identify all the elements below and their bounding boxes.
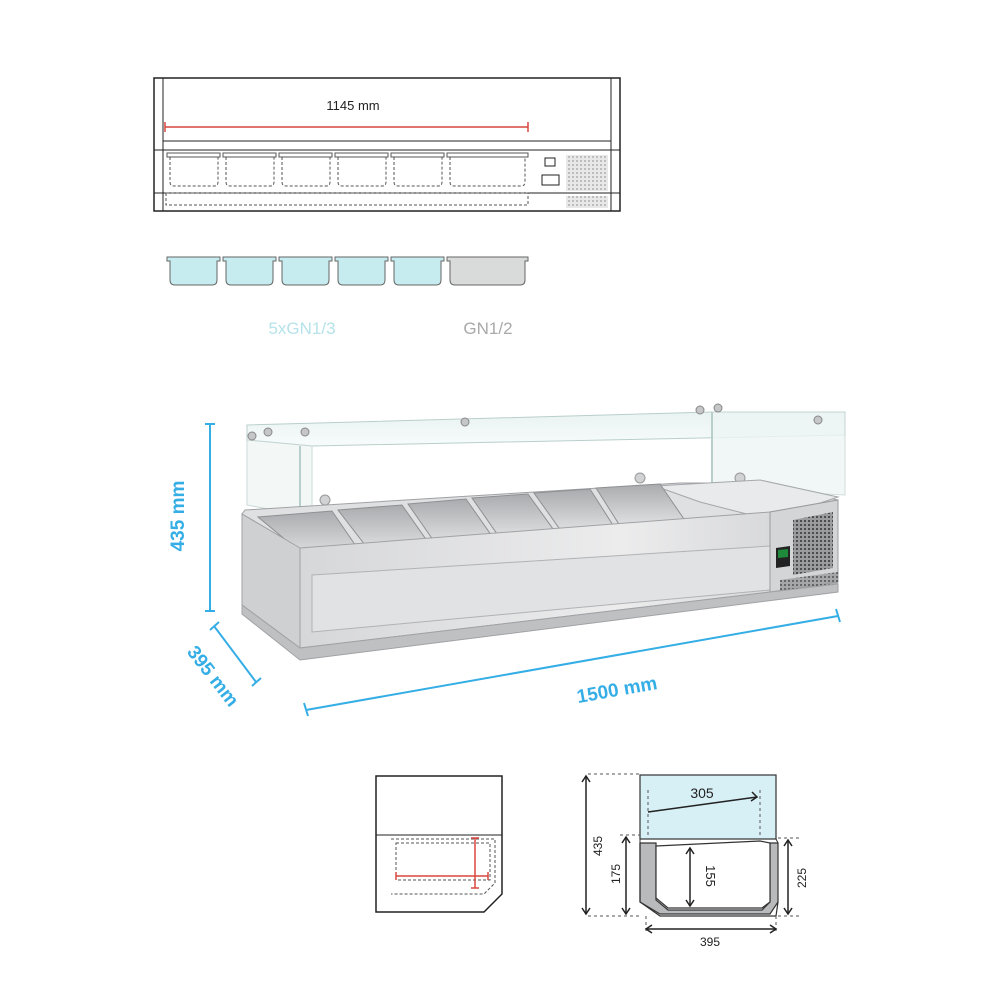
base: [241, 583, 839, 661]
height-label: 435 mm: [168, 481, 189, 552]
glass-hood-outline: [162, 77, 612, 142]
width-label: 1145 mm: [326, 98, 379, 113]
cross-section: 305 435 175 155 225 395: [581, 773, 809, 949]
bottom-width-label: 395: [700, 935, 720, 949]
display-icon: [541, 174, 560, 186]
side-view: [375, 775, 503, 913]
pan-legend: 5xGN1/3 GN1/2: [166, 256, 529, 338]
right-height-label: 225: [795, 868, 809, 888]
gn12-label: GN1/2: [463, 319, 512, 338]
depth-dimension: 395 mm: [182, 621, 262, 711]
pan-outlines: [165, 152, 529, 206]
pan-interior: [655, 840, 771, 909]
control-panel: [541, 155, 608, 208]
top-width-label: 305: [690, 785, 714, 801]
top-front-view: 1145 mm: [153, 77, 621, 212]
glass-canopy: [246, 403, 846, 549]
gn13-pans: [166, 256, 445, 286]
product-illustration: 435 mm 395 mm 1500 mm: [168, 403, 846, 717]
left-height-label: 175: [609, 864, 623, 884]
gn13-label: 5xGN1/3: [268, 319, 335, 338]
switch-icon: [544, 157, 556, 167]
total-height-label: 435: [591, 836, 605, 856]
unit-outline: [153, 77, 621, 212]
pan-depth-label: 155: [703, 865, 718, 887]
length-label: 1500 mm: [575, 673, 659, 708]
width-dimension-1145: 1145 mm: [164, 98, 529, 132]
vent-grill: [566, 155, 608, 191]
height-dimension: 435 mm: [168, 423, 215, 612]
product-vent: [793, 512, 833, 575]
glass-section: [639, 774, 777, 840]
gn12-pan: [446, 256, 529, 286]
lower-vent-grill: [566, 196, 608, 208]
